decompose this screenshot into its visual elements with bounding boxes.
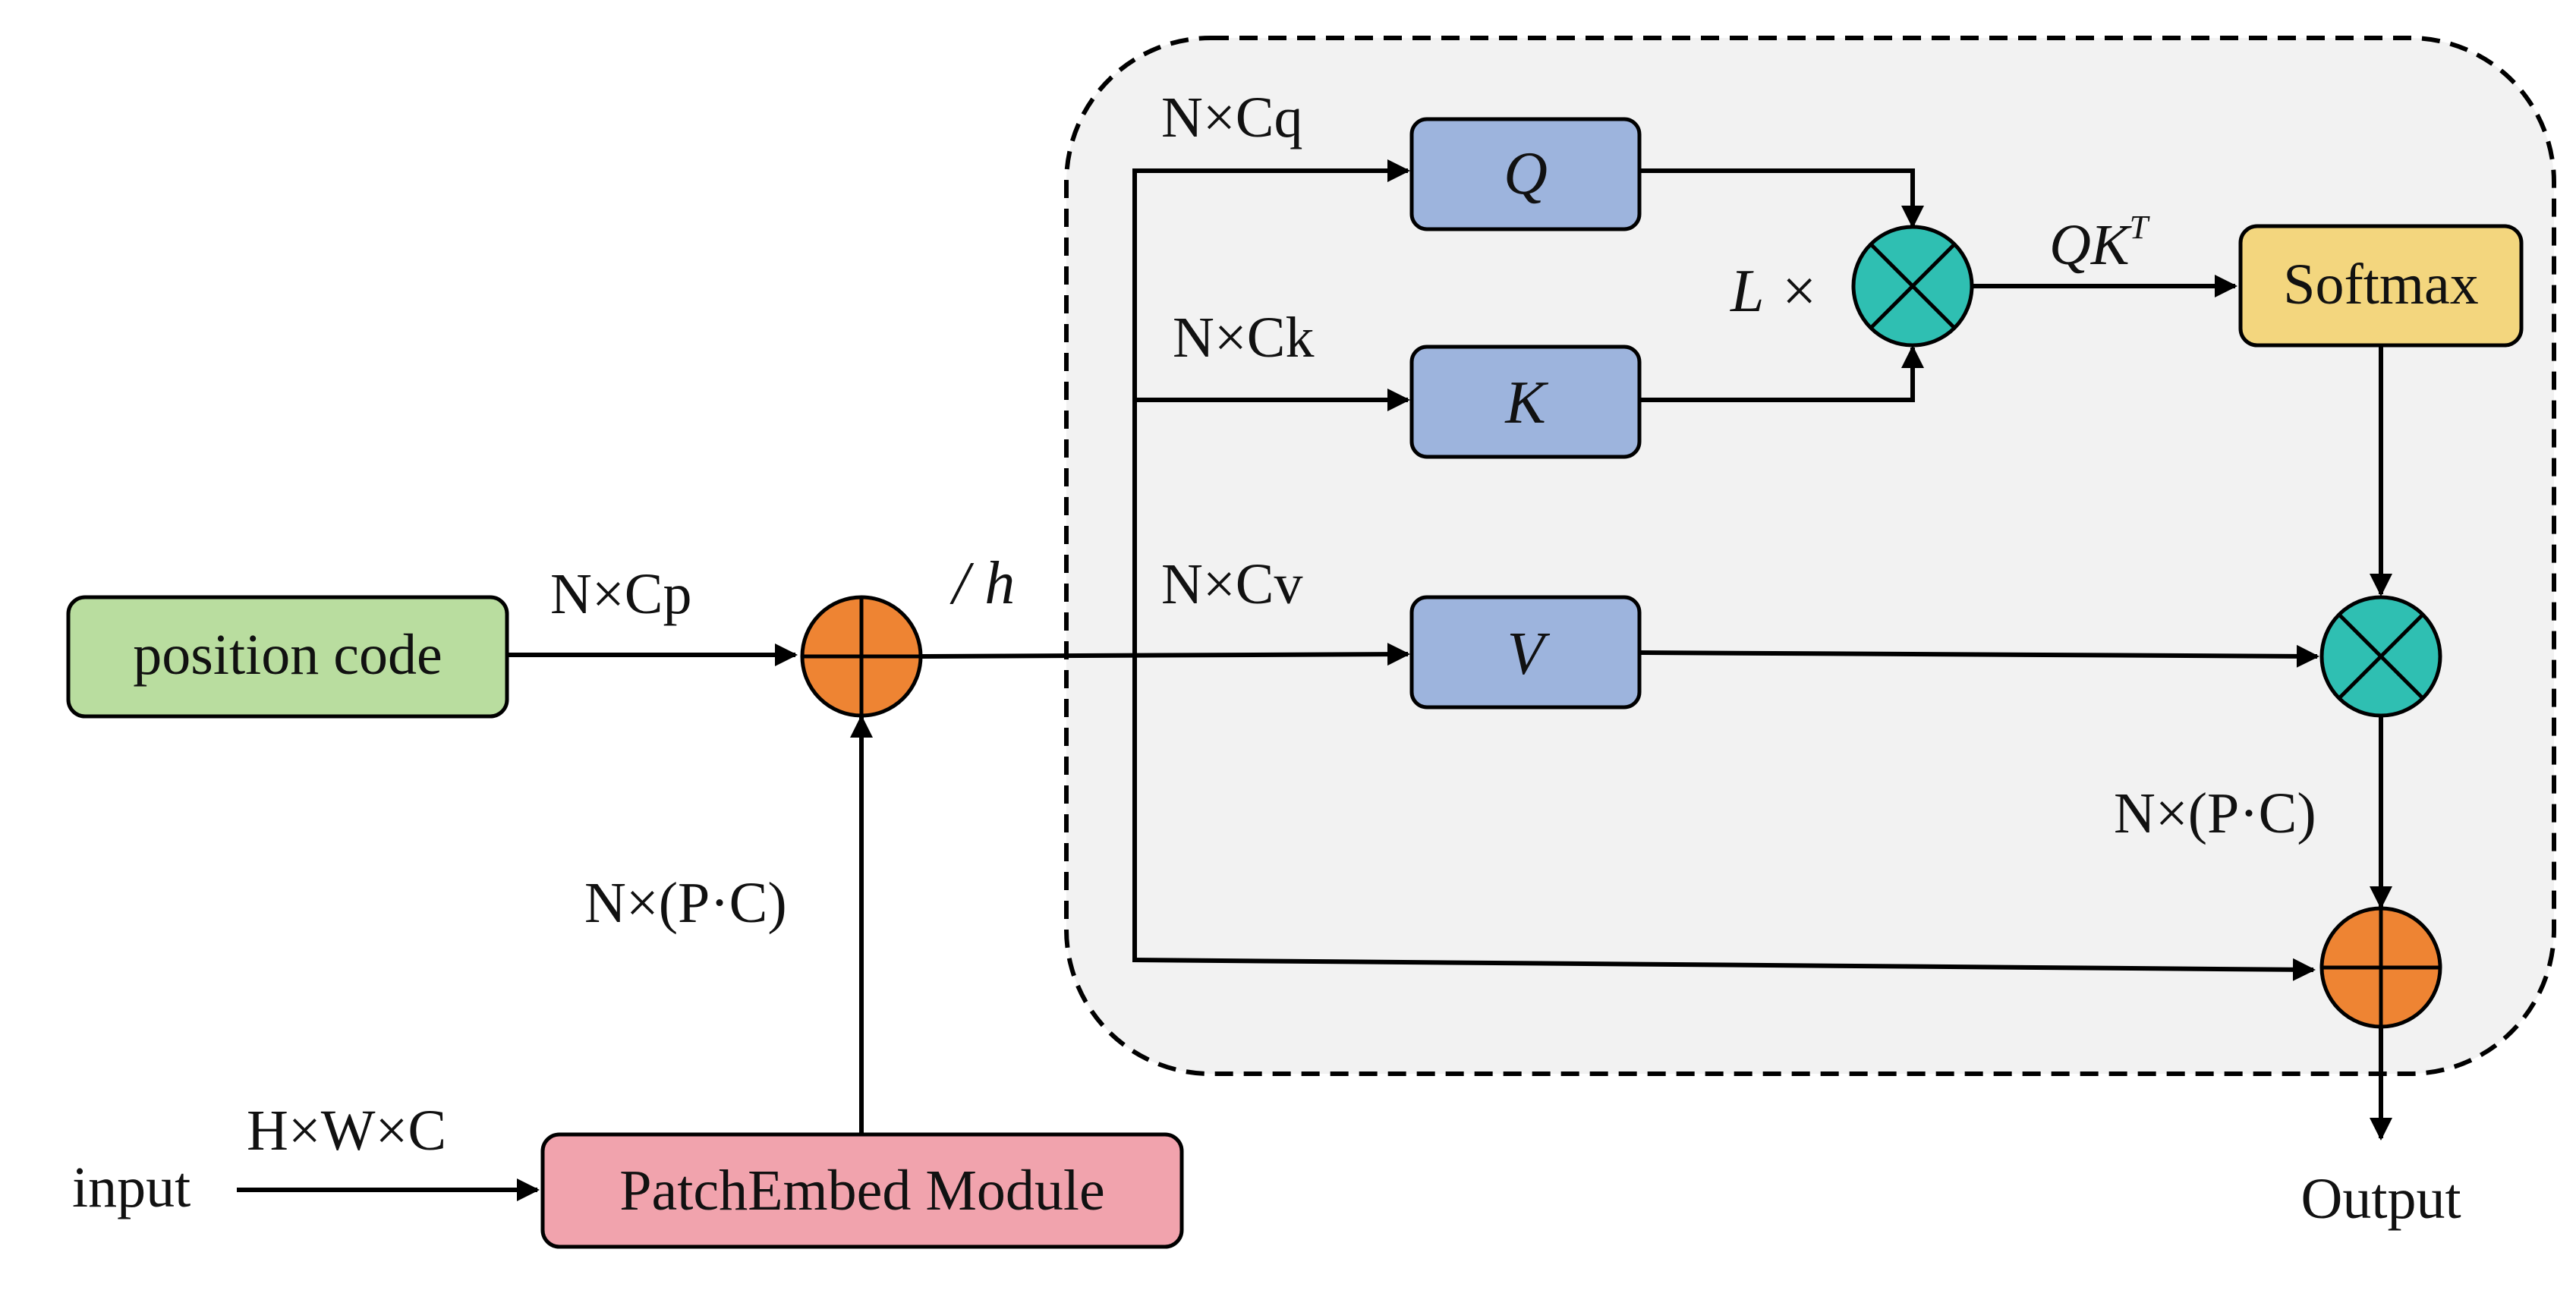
wire-residual-to-add: [1132, 958, 2316, 981]
q-label: Q: [1504, 140, 1548, 207]
input-label: input: [72, 1156, 191, 1219]
label-div-h: / h: [949, 550, 1015, 617]
multiply-node-v: [2319, 595, 2442, 718]
position-code-box: position code: [66, 595, 509, 719]
position-code-label: position code: [133, 623, 442, 687]
v-label: V: [1507, 621, 1551, 688]
wire-k-to-times: [1639, 345, 1924, 402]
wire-v-to-times: [1639, 644, 2319, 668]
softmax-box: Softmax: [2238, 224, 2524, 348]
add-node-left: [800, 595, 923, 718]
label-qk: QKT: [2049, 209, 2151, 277]
k-label: K: [1504, 370, 1548, 436]
label-ncv: N×Cv: [1161, 552, 1302, 616]
softmax-label: Softmax: [2283, 253, 2479, 316]
k-box: K: [1409, 345, 1642, 459]
v-box: V: [1409, 595, 1642, 710]
add-node-right: [2319, 906, 2442, 1029]
patch-embed-box: PatchEmbed Module: [540, 1132, 1184, 1249]
label-l-times: L ×: [1730, 258, 1819, 325]
wire-add-to-v: [921, 643, 1410, 666]
output-label: Output: [2300, 1167, 2461, 1231]
patch-embed-label: PatchEmbed Module: [619, 1159, 1105, 1222]
label-nck: N×Ck: [1173, 306, 1314, 370]
q-box: Q: [1409, 117, 1642, 231]
multiply-node-qk: [1851, 225, 1974, 348]
wire-q-to-times: [1639, 168, 1924, 228]
label-ncp: N×Cp: [550, 562, 691, 626]
label-hwc: H×W×C: [247, 1099, 446, 1163]
label-ncq: N×Cq: [1161, 86, 1302, 149]
attention-container: [1064, 36, 2556, 1076]
label-npc-left: N×(P·C): [584, 871, 787, 935]
label-npc-right: N×(P·C): [2114, 782, 2316, 845]
